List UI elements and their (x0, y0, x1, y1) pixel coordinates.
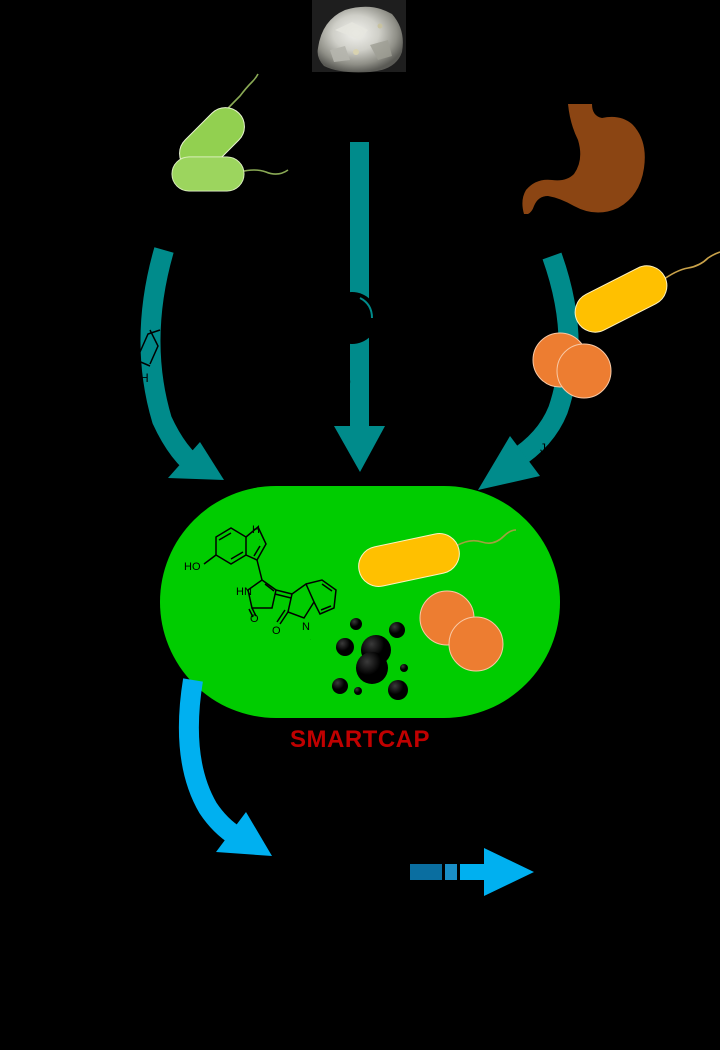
atom-label-h-top: H (252, 524, 260, 536)
orange-cocci-icon (532, 332, 612, 399)
atom-label-n-top: N (259, 539, 260, 541)
stomach-icon (522, 104, 645, 214)
atom-label-h-bottom: H (310, 639, 311, 641)
smartcap-capsule (160, 486, 560, 718)
capsule-yellow-bacterium-icon (358, 529, 517, 587)
atom-label-o-left: O (250, 613, 259, 625)
smartcap-caption: SMARTCAP (290, 726, 430, 753)
middle-arrow-label: 0 (344, 375, 351, 389)
right-teal-arrow (478, 252, 579, 490)
indole-fragment-icon (135, 329, 161, 367)
rock-photo (312, 0, 406, 73)
capsule-orange-cocci-icon (419, 590, 504, 672)
atom-label-hn: HN (236, 586, 252, 598)
green-bacteria-icon (171, 73, 289, 192)
middle-teal-arrow (334, 142, 385, 472)
indole-molecule-icon (203, 525, 337, 625)
molecule-atom-labels: H N HO HN O O N H (184, 524, 311, 641)
blue-curved-arrow (178, 678, 272, 856)
right-arrow-label: J (540, 441, 546, 455)
left-teal-arrow (140, 247, 224, 480)
yellow-bacterium-icon (574, 251, 720, 333)
black-disc-icon (326, 292, 378, 344)
blue-horizontal-arrow (410, 848, 534, 896)
nanoparticle-cluster-icon (332, 618, 408, 700)
atom-label-o-right: O (272, 625, 281, 637)
atom-label-n-bottom: N (302, 621, 310, 633)
atom-label-ho: HO (184, 561, 201, 573)
indole-fragment-label: H (140, 371, 149, 385)
